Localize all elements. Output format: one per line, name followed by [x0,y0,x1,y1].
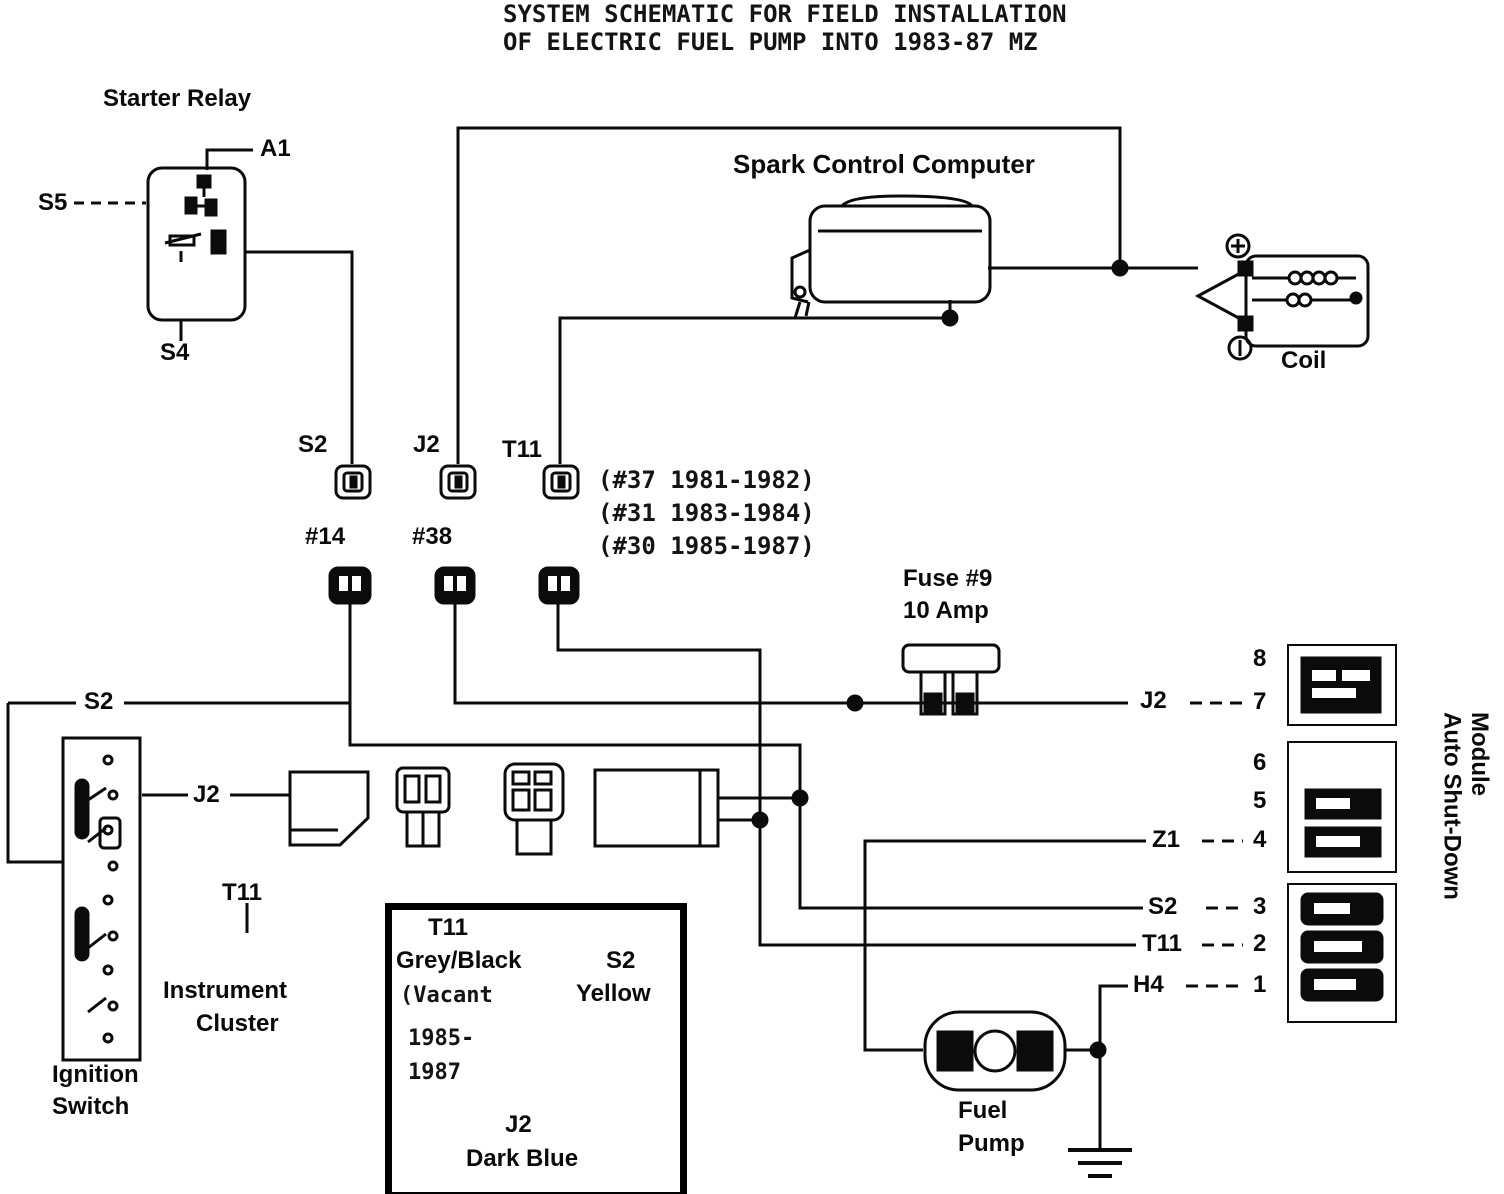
pin-3: 3 [1253,893,1267,920]
inset-years-1: 1985- [408,1026,475,1051]
fuel-pump-line1: Fuel [958,1097,1008,1124]
title-line1: SYSTEM SCHEMATIC FOR FIELD INSTALLATION [503,0,1067,28]
right-label-t11: T11 [1142,930,1183,957]
title-line2: OF ELECTRIC FUEL PUMP INTO 1983-87 MZ [503,28,1038,56]
ignition-switch-line1: Ignition [52,1061,139,1088]
module-block-middle [1287,741,1397,873]
pin-4: 4 [1253,826,1267,853]
spark-computer-label: Spark Control Computer [733,149,1035,179]
coil-body [1194,254,1370,348]
connector-icon-38 [434,566,476,605]
spark-computer-body [790,194,992,319]
note-1: (#37 1981-1982) [598,466,815,494]
starter-relay-body [146,166,247,322]
connector-icon-j2 [439,464,477,500]
auto-shutdown-module-label: Auto Shut-Down Module [1438,712,1494,900]
pin-5: 5 [1253,787,1267,814]
junction-dot [846,694,864,712]
connector-icon-t11 [542,464,580,500]
junction-dot [791,789,809,807]
junction-dot [1089,1041,1107,1059]
pin-6: 6 [1253,749,1267,776]
connector-c2 [395,766,451,848]
connector-label-38: #38 [412,523,453,550]
fuse-label-line1: Fuse #9 [903,565,993,592]
ignition-switch-body [61,736,142,1062]
inset-vacant: (Vacant [400,983,493,1008]
module-block-bottom [1287,883,1397,1023]
pin-8: 8 [1253,645,1267,672]
junction-dot [1111,259,1129,277]
note-3: (#30 1985-1987) [598,532,815,560]
connector-label-j2: J2 [413,431,440,458]
right-label-s2: S2 [1148,893,1178,920]
inset-years-2: 1987 [408,1060,461,1085]
inset-j2: J2 [505,1111,532,1138]
connector-label-s2: S2 [298,431,328,458]
ignition-switch-line2: Switch [52,1093,130,1120]
wire-z1-pin4 [863,839,1243,1052]
pin-2: 2 [1253,930,1267,957]
connector-label-14: #14 [305,523,346,550]
junction-dot [751,811,769,829]
wire-14-run [348,603,802,796]
relay-pin-s4: S4 [160,339,190,366]
left-label-j2: J2 [193,781,220,808]
inset-t11: T11 [428,914,469,941]
wire-t11-branch [556,603,1243,947]
connector-icon-row2-t11 [538,566,580,605]
right-label-z1: Z1 [1152,826,1181,853]
wire-s2-pin3 [798,798,1243,910]
inset-wire-grey-black: Grey/Black [396,947,522,974]
coil-label: Coil [1281,347,1327,374]
starter-relay-label: Starter Relay [103,85,252,112]
inset-detail-box [385,903,687,1194]
left-label-s2: S2 [84,688,114,715]
pin-1: 1 [1253,971,1267,998]
junction-dot [941,309,959,327]
ground-icon [1068,1148,1132,1178]
fuel-pump-body [923,1010,1067,1092]
coil-minus-terminal-icon [1227,335,1253,361]
wire-relay-to-s2 [245,250,354,464]
inset-s2: S2 [606,947,636,974]
connector-icon-14 [328,566,372,605]
module-block-top [1287,644,1397,726]
wire-t11-to-computer [558,300,952,464]
connector-c1 [288,770,370,847]
starter-relay-leads [74,148,253,341]
coil-plus-terminal-icon [1225,233,1251,259]
instrument-cluster-line1: Instrument [163,977,288,1004]
fuse-label-line2: 10 Amp [903,597,989,624]
connector-c3 [503,762,565,856]
fuse-body [901,643,1001,716]
inset-wire-dark-blue: Dark Blue [466,1145,579,1172]
wire-h4-pin1 [1065,984,1243,1150]
relay-pin-s5: S5 [38,189,68,216]
instrument-cluster-line2: Cluster [196,1010,279,1037]
left-label-t11: T11 [222,879,263,906]
wire-j2-top-run [456,126,1122,464]
inset-wire-yellow: Yellow [576,980,651,1007]
note-2: (#31 1983-1984) [598,499,815,527]
connector-label-t11: T11 [502,436,543,463]
connector-icon-s2 [334,464,372,500]
right-label-h4: H4 [1133,971,1164,998]
relay-pin-a1: A1 [260,135,291,162]
right-label-j2: J2 [1140,687,1167,714]
wire-left-bracket [6,701,76,864]
fuel-pump-line2: Pump [958,1130,1025,1157]
connector-c4 [593,768,720,848]
pin-7: 7 [1253,688,1267,715]
wire-38-fuse-line [453,603,1243,705]
